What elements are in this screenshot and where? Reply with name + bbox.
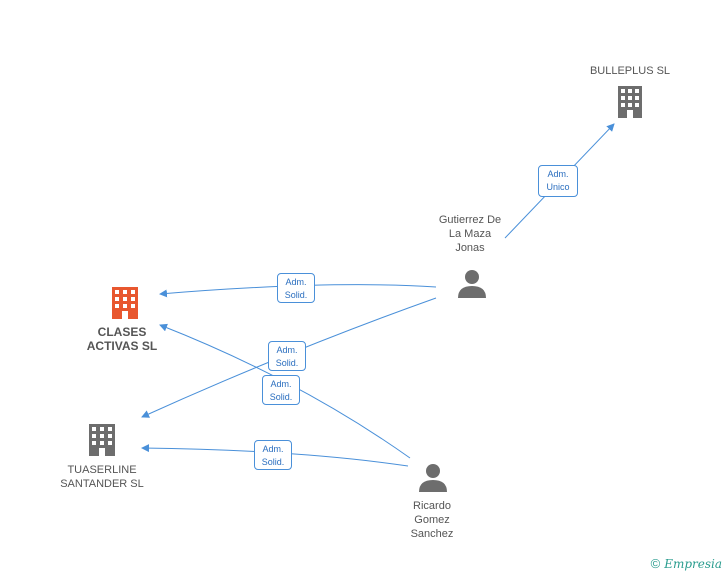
- node-label-tuaserline[interactable]: TUASERLINE SANTANDER SL: [60, 464, 144, 490]
- brand-logo: Empresia: [664, 556, 722, 571]
- node-label-bulleplus[interactable]: BULLEPLUS SL: [589, 65, 671, 77]
- footer-brand: © Empresia: [651, 556, 722, 571]
- copyright-icon: ©: [650, 556, 661, 571]
- person-icon[interactable]: [458, 270, 486, 298]
- building-icon[interactable]: [89, 424, 115, 456]
- person-icon[interactable]: [419, 464, 447, 492]
- node-label-clases[interactable]: CLASES ACTIVAS SL: [86, 325, 158, 353]
- edge-label-adm-unico: Adm. Unico: [538, 165, 578, 197]
- edge-label-adm-solid: Adm. Solid.: [268, 341, 306, 371]
- edge-label-adm-solid: Adm. Solid.: [254, 440, 292, 470]
- edge-label-adm-solid: Adm. Solid.: [277, 273, 315, 303]
- node-label-ricardo[interactable]: Ricardo Gomez Sanchez: [410, 500, 454, 540]
- node-label-gutierrez[interactable]: Gutierrez De La Maza Jonas: [438, 214, 502, 254]
- edge-label-adm-solid: Adm. Solid.: [262, 375, 300, 405]
- building-icon[interactable]: [618, 86, 642, 118]
- building-icon[interactable]: [112, 287, 138, 319]
